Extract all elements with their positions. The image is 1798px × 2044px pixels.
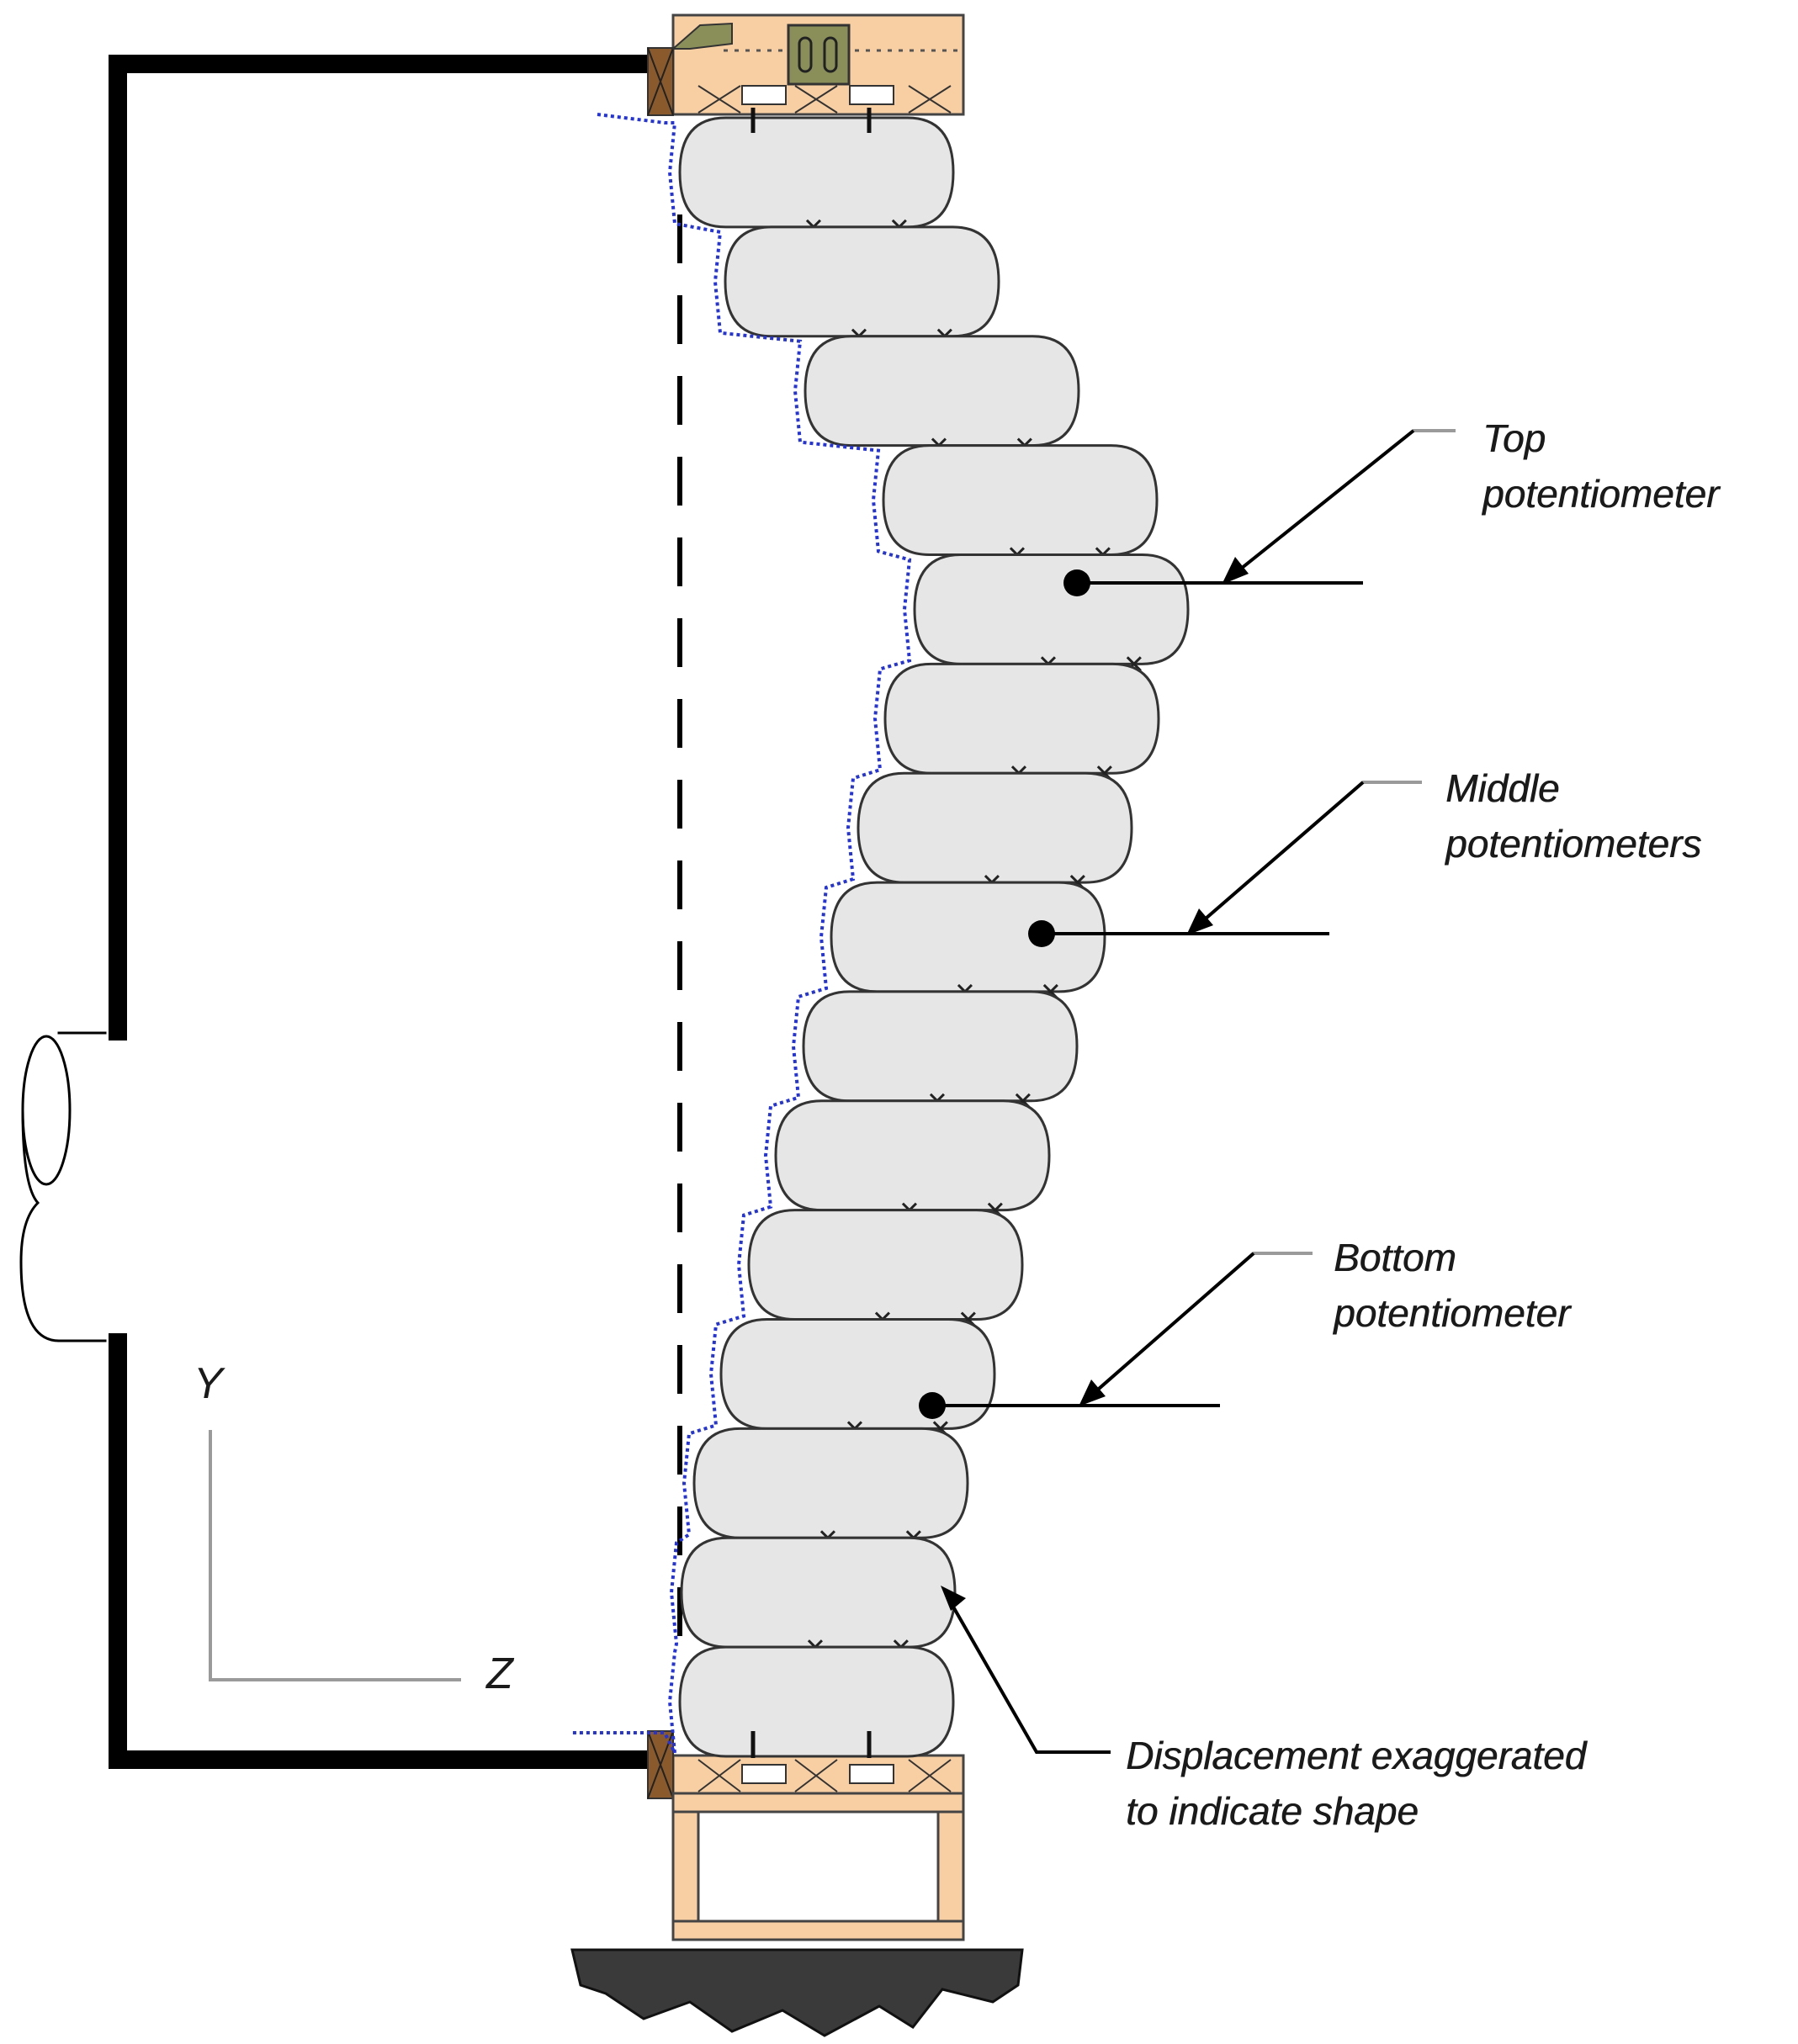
sandbag [830,881,1106,993]
bottom-pot-line-2: potentiometer [1334,1291,1571,1335]
sandbag [680,1536,957,1649]
middle-potentiometers-label: Middle potentiometers [1445,760,1701,871]
bottom-potentiometer-label: Bottom potentiometer [1334,1230,1570,1341]
sandbag [678,116,955,229]
undisplaced-outline [572,113,912,1754]
middle-potentiometer [1028,920,1329,947]
reaction-frame [19,55,657,1769]
displacement-note-label: Displacement exaggerated to indicate sha… [1126,1728,1586,1839]
top-loading-beam [647,13,965,116]
top-pot-line-1: Top [1482,416,1546,460]
sandbag-stack [678,108,1190,1758]
sandbag [804,335,1080,447]
sandbag [774,1099,1051,1212]
sandbag [724,225,1000,338]
ground-foundation [570,1948,1024,2037]
sandbag [857,771,1133,884]
sandbag [719,1318,996,1430]
z-axis-label: Z [486,1649,513,1698]
middle-pot-line-1: Middle [1445,766,1560,810]
callout-leaders [941,429,1456,1754]
sandbag [802,990,1079,1103]
middle-pot-line-2: potentiometers [1445,822,1702,866]
base-support [570,1730,1024,2037]
top-potentiometer [1063,569,1363,596]
top-potentiometer-label: Top potentiometer [1482,410,1719,522]
sandbag [913,553,1190,665]
sandbag [882,444,1159,556]
sandbag [692,1427,969,1539]
displacement-line-2: to indicate shape [1126,1789,1419,1833]
top-pot-line-2: potentiometer [1482,472,1720,516]
sandbag [883,662,1160,775]
y-axis-label: Y [194,1359,223,1408]
axis-indicator [209,1430,461,1681]
sandbag [747,1209,1024,1321]
sandbag [678,1645,955,1758]
bottom-potentiometer [919,1392,1220,1419]
bottom-pot-line-1: Bottom [1334,1236,1456,1279]
displacement-line-1: Displacement exaggerated [1126,1734,1587,1777]
